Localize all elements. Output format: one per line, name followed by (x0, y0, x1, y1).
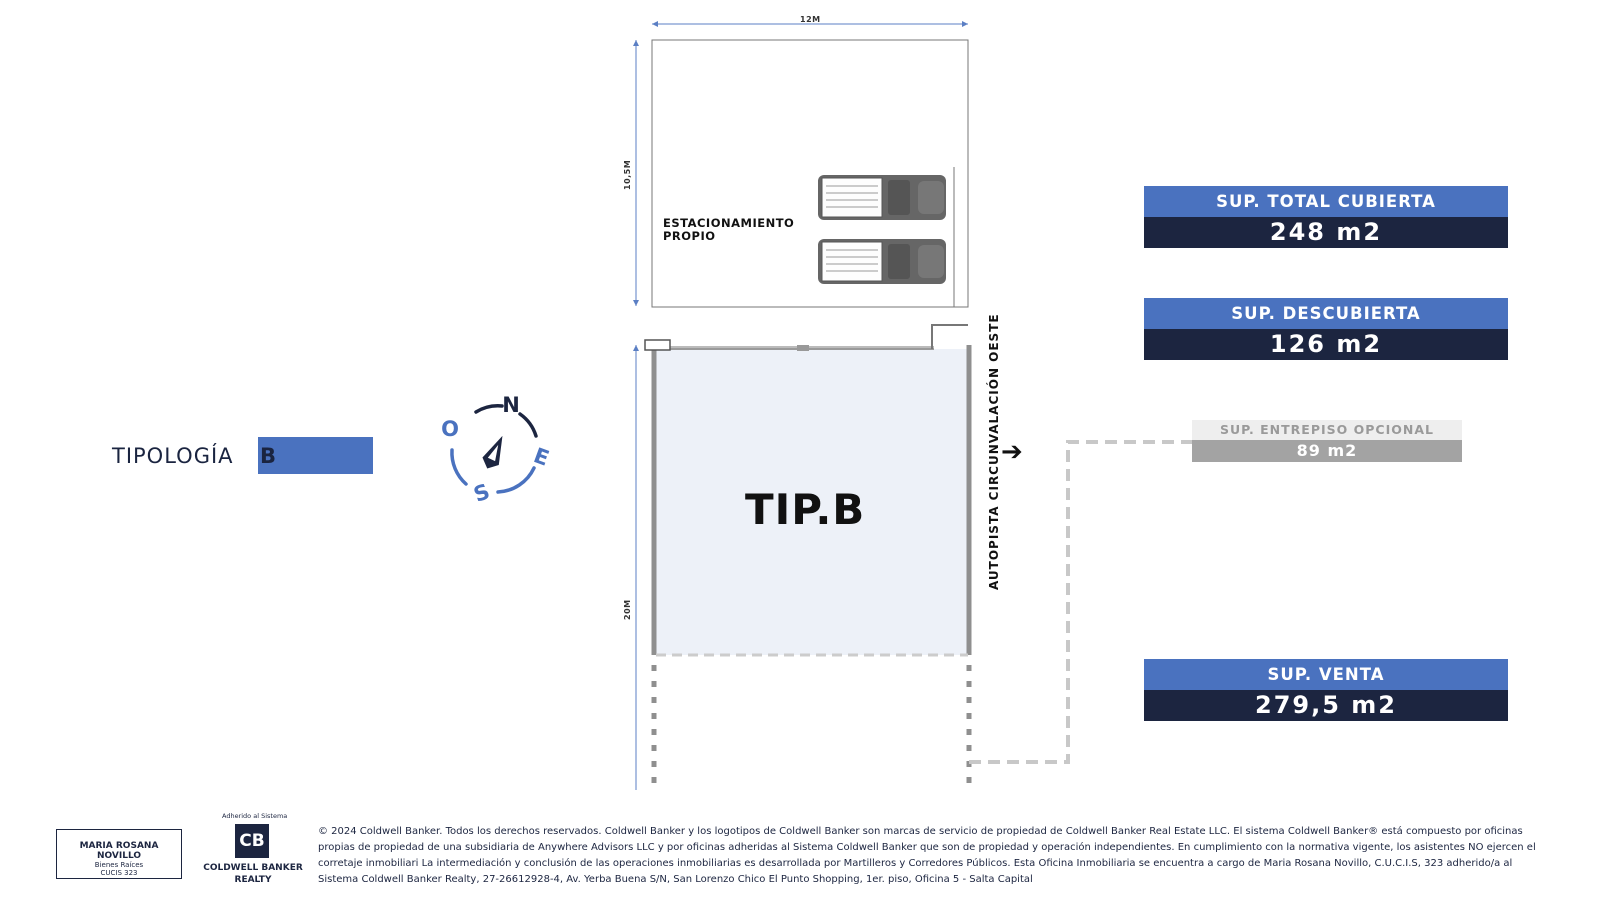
compass-icon: N E S O (441, 393, 552, 507)
card-total-cubierta-value: 248 m2 (1144, 217, 1508, 248)
parking-label-line1: ESTACIONAMIENTO (663, 216, 795, 230)
truck-icon-1 (818, 175, 946, 220)
compass-n: N (502, 393, 520, 417)
parking-label: ESTACIONAMIENTO PROPIO (663, 217, 794, 243)
unit-label: TIP.B (745, 485, 866, 534)
card-entrepiso-title: SUP. ENTREPISO OPCIONAL (1192, 420, 1462, 440)
card-venta-title: SUP. VENTA (1144, 659, 1508, 690)
legal-text: © 2024 Coldwell Banker. Todos los derech… (318, 826, 1536, 885)
dim-parking-label: 10,5M (623, 159, 632, 190)
dimension-parking-line (633, 40, 639, 306)
card-total-cubierta: SUP. TOTAL CUBIERTA 248 m2 (1144, 186, 1508, 248)
card-total-cubierta-title: SUP. TOTAL CUBIERTA (1144, 186, 1508, 217)
dashed-connector (969, 440, 1192, 764)
unit-tip-b (644, 324, 972, 790)
card-venta: SUP. VENTA 279,5 m2 (1144, 659, 1508, 721)
card-descubierta: SUP. DESCUBIERTA 126 m2 (1144, 298, 1508, 360)
parking-label-line2: PROPIO (663, 229, 716, 243)
brand-name: COLDWELL BANKER REALTY (200, 862, 306, 886)
agent-role: Bienes Raíces (94, 861, 144, 869)
brand-line2: REALTY (234, 875, 272, 885)
card-entrepiso: SUP. ENTREPISO OPCIONAL 89 m2 (1192, 420, 1462, 462)
adherido-label: Adherido al Sistema (222, 812, 288, 820)
arrow-right-icon: ➔ (1001, 437, 1023, 467)
agent-cucis: CUCIS 323 (100, 869, 138, 877)
compass-o: O (441, 417, 459, 441)
coldwell-banker-logo: CB (235, 824, 269, 858)
dimension-width-line (652, 21, 968, 27)
card-venta-value: 279,5 m2 (1144, 690, 1508, 721)
dim-lot-label: 20M (623, 599, 632, 620)
dim-width-label: 12M (800, 15, 821, 24)
tipologia-label: TIPOLOGÍA (112, 444, 234, 468)
tipologia-letter: B (260, 444, 277, 468)
road-label: AUTOPISTA CIRCUNVALACIÓN OESTE (987, 313, 1001, 590)
dimension-lot-line (633, 345, 639, 790)
agent-box: MARIA ROSANA NOVILLO Bienes Raíces CUCIS… (56, 829, 182, 879)
agent-name: MARIA ROSANA NOVILLO (79, 841, 159, 861)
truck-icon-2 (818, 239, 946, 284)
card-entrepiso-value: 89 m2 (1192, 440, 1462, 462)
card-descubierta-value: 126 m2 (1144, 329, 1508, 360)
card-descubierta-title: SUP. DESCUBIERTA (1144, 298, 1508, 329)
tipologia-highlight (258, 437, 373, 474)
brand-line1: COLDWELL BANKER (203, 863, 303, 873)
